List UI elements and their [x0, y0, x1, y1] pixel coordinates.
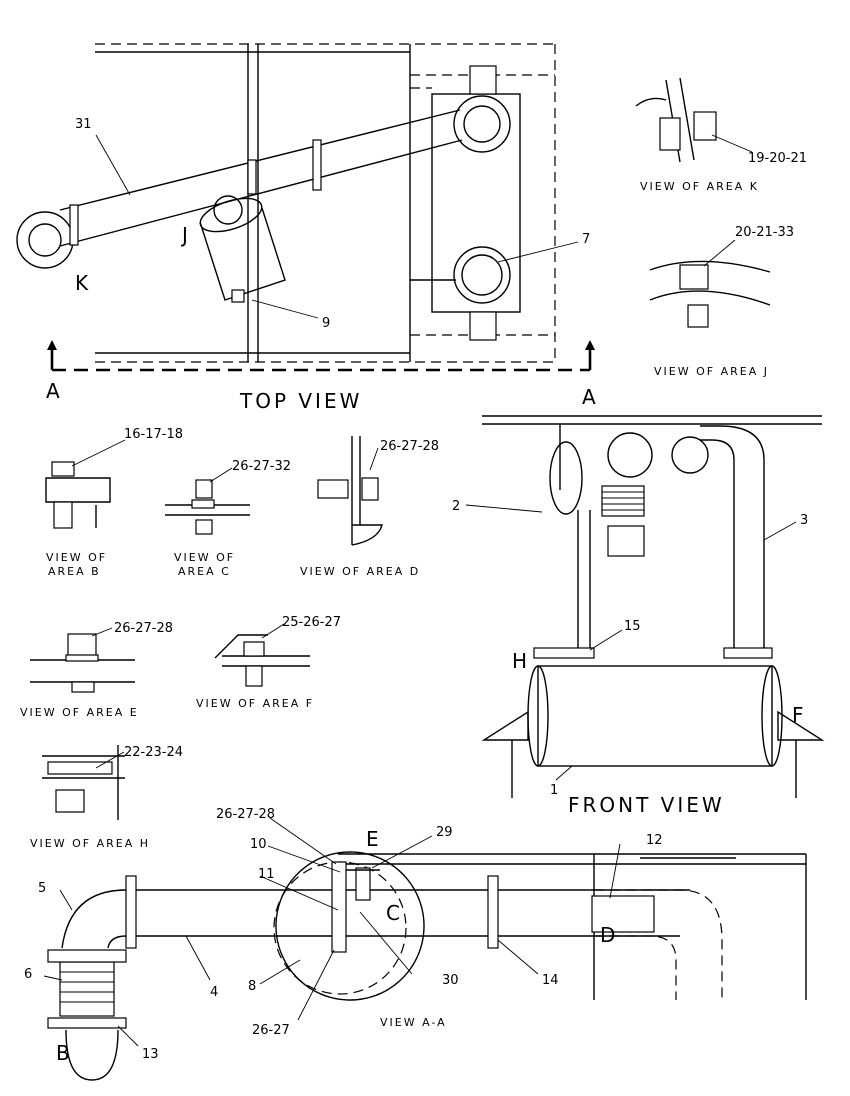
area-j-label: VIEW OF AREA J: [654, 365, 769, 378]
callout-6: 6: [24, 967, 32, 982]
callout-26-27-28-e: 26-27-28: [114, 621, 173, 636]
area-d-detail: [317, 436, 383, 546]
callout-26-27: 26-27: [252, 1023, 290, 1038]
callout-4: 4: [210, 985, 218, 1000]
callout-20-21-33: 20-21-33: [735, 225, 794, 240]
callout-11: 11: [258, 867, 275, 882]
area-h-label: VIEW OF AREA H: [30, 837, 150, 850]
callout-j: J: [180, 223, 188, 247]
callout-31: 31: [75, 117, 92, 132]
callout-b: B: [56, 1041, 70, 1065]
top-view-title: TOP VIEW: [239, 389, 362, 413]
callout-15: 15: [624, 619, 641, 634]
callout-26-27-28-d: 26-27-28: [380, 439, 439, 454]
callout-29: 29: [436, 825, 453, 840]
callout-10: 10: [250, 837, 267, 852]
area-b-detail: [45, 439, 126, 529]
callout-26-27-32: 26-27-32: [232, 459, 291, 474]
area-e-detail: [30, 627, 135, 693]
section-a-left: A: [46, 379, 60, 403]
callout-7: 7: [582, 232, 590, 247]
callout-30: 30: [442, 973, 459, 988]
area-d-label: VIEW OF AREA D: [300, 565, 420, 578]
callout-f: F: [792, 703, 804, 727]
callout-k: K: [75, 271, 89, 295]
area-h-detail: [42, 745, 125, 820]
callout-14: 14: [542, 973, 559, 988]
area-b-label-1: VIEW OF: [46, 551, 107, 564]
callout-c: C: [386, 901, 400, 925]
area-c-label-1: VIEW OF: [174, 551, 235, 564]
area-b-label-2: AREA B: [48, 565, 101, 578]
callout-22-23-24: 22-23-24: [124, 745, 183, 760]
callout-16-17-18: 16-17-18: [124, 427, 183, 442]
callout-5: 5: [38, 881, 46, 896]
callout-d: D: [600, 923, 615, 947]
callout-3: 3: [800, 513, 808, 528]
area-f-label: VIEW OF AREA F: [196, 697, 314, 710]
area-k-label: VIEW OF AREA K: [640, 180, 759, 193]
callout-h: H: [512, 649, 527, 673]
callout-2: 2: [452, 499, 460, 514]
callout-13: 13: [142, 1047, 159, 1062]
area-f-detail: [214, 623, 310, 687]
area-k-detail: [635, 77, 753, 163]
callout-19-20-21: 19-20-21: [748, 151, 807, 166]
view-aa-label: VIEW A-A: [380, 1016, 447, 1029]
callout-9: 9: [322, 316, 330, 331]
front-view: [465, 415, 825, 798]
view-aa: [43, 817, 807, 1081]
top-view: [16, 43, 595, 372]
callout-8: 8: [248, 979, 256, 994]
callout-1: 1: [550, 783, 558, 798]
area-j-detail: [649, 239, 771, 328]
area-c-detail: [165, 467, 250, 535]
callout-e: E: [366, 827, 379, 851]
callout-26-27-28-top: 26-27-28: [216, 807, 275, 822]
section-a-right: A: [582, 385, 596, 409]
area-e-label: VIEW OF AREA E: [20, 706, 139, 719]
front-view-title: FRONT VIEW: [568, 793, 725, 817]
area-c-label-2: AREA C: [178, 565, 231, 578]
callout-12: 12: [646, 833, 663, 848]
callout-25-26-27: 25-26-27: [282, 615, 341, 630]
